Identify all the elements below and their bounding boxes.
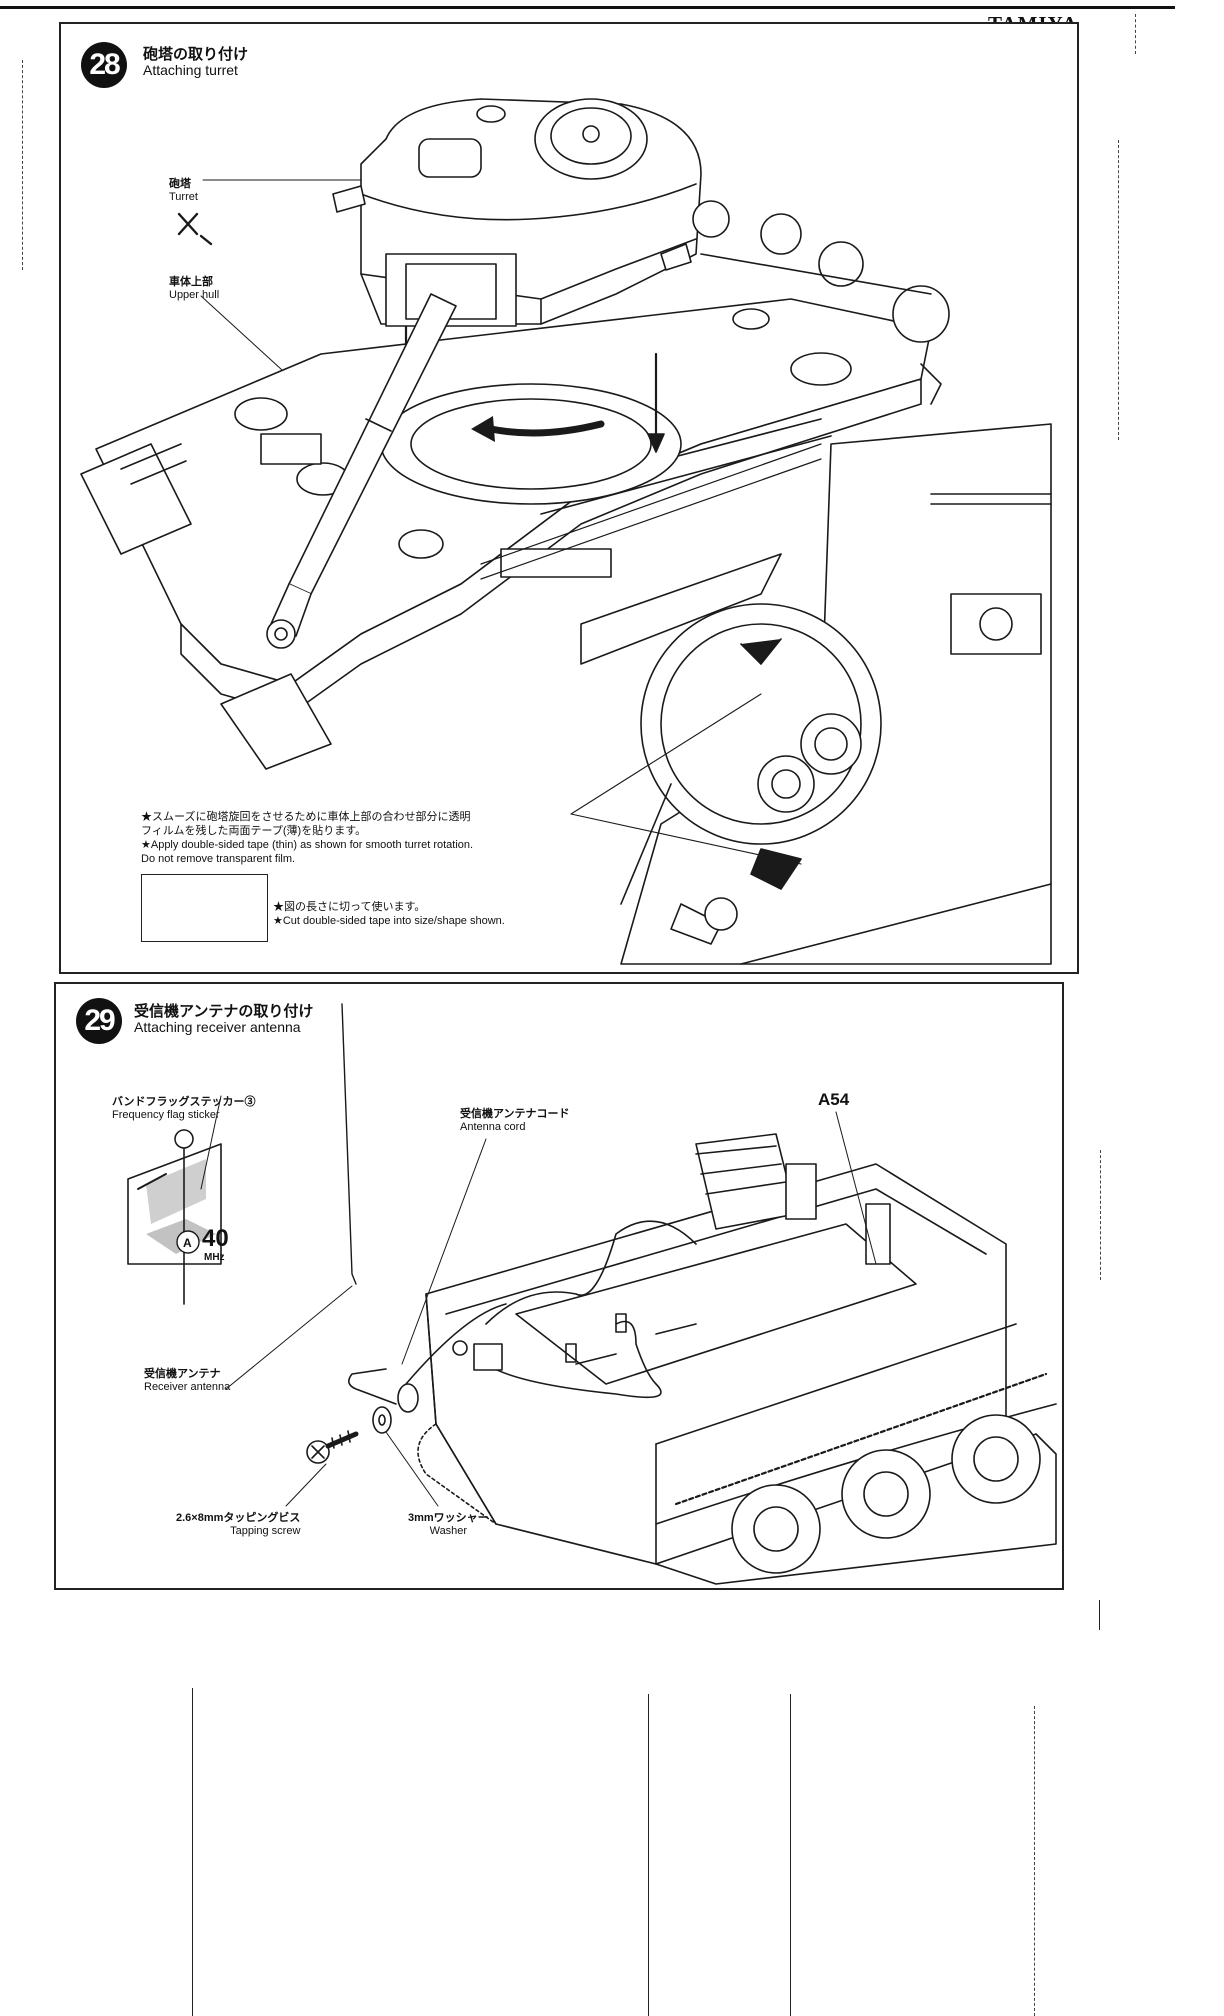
step-28-badge: 28 [81, 42, 127, 88]
receiver-antenna-label-jp: 受信機アンテナ [144, 1368, 221, 1380]
column-rule [648, 1694, 649, 2016]
flag-text: A [183, 1236, 192, 1250]
upper-hull-label: 車体上部 Upper hull [169, 276, 219, 302]
washer-label-en: Washer [429, 1525, 468, 1537]
antenna-cord-label-en: Antenna cord [460, 1121, 526, 1133]
margin-guide [1118, 140, 1120, 440]
frequency-flag-sticker [127, 1129, 222, 1305]
step-29-title-jp: 受信機アンテナの取り付け [134, 1003, 314, 1020]
washer-label: 3mmワッシャー Washer [408, 1512, 489, 1538]
tapping-screw-label-jp: 2.6×8mmタッピングビス [176, 1512, 301, 1524]
margin-guide [1100, 1150, 1102, 1280]
tape-note-jp-2: フィルムを残した両面テープ(薄)を貼ります。 [141, 825, 367, 837]
step-29-panel: 29 受信機アンテナの取り付け Attaching receiver anten… [54, 982, 1064, 1590]
antenna-assembly-illustration: A 40 MHz [127, 1003, 1057, 1585]
margin-guide [1099, 1600, 1100, 1630]
receiver-antenna-label: 受信機アンテナ Receiver antenna [144, 1368, 230, 1394]
flag-sticker-label: バンドフラッグステッカー③ Frequency flag sticker [112, 1096, 256, 1122]
step-28-panel: 28 砲塔の取り付け Attaching turret 砲塔 Turret 車体… [59, 22, 1079, 974]
washer [372, 1406, 392, 1434]
turret-label-jp: 砲塔 [169, 178, 191, 190]
tape-note-en-2: Do not remove transparent film. [141, 853, 296, 865]
tapping-screw [306, 1430, 359, 1464]
antenna-cord-label-jp: 受信機アンテナコード [460, 1108, 570, 1120]
cut-note-jp: ★図の長さに切って使います。 [273, 901, 426, 913]
washer-label-jp: 3mmワッシャー [408, 1512, 489, 1524]
flag-sticker-label-en: Frequency flag sticker [112, 1109, 220, 1121]
antenna-cord-label: 受信機アンテナコード Antenna cord [460, 1108, 570, 1134]
turret-ring-detail-inset [480, 423, 1052, 965]
tapping-screw-label-en: Tapping screw [230, 1525, 301, 1537]
receiver-antenna-label-en: Receiver antenna [144, 1381, 231, 1393]
column-rule [790, 1694, 791, 2016]
cut-note-en: ★Cut double-sided tape into size/shape s… [273, 915, 505, 927]
column-rule [192, 1688, 193, 2016]
flag-unit: MHz [204, 1252, 225, 1263]
tape-note: ★スムーズに砲塔旋回をさせるために車体上部の合わせ部分に透明 フィルムを残した両… [141, 810, 473, 866]
tape-size-template [141, 874, 268, 942]
step-28-title-jp: 砲塔の取り付け [143, 46, 249, 63]
turret-label-en: Turret [169, 191, 198, 203]
margin-guide [1135, 14, 1137, 54]
screwdriver-icon [177, 212, 213, 246]
part-code-a54: A54 [818, 1090, 850, 1109]
flag-number: 40 [202, 1225, 229, 1252]
step-29-title-en: Attaching receiver antenna [134, 1019, 301, 1035]
margin-guide [22, 60, 24, 270]
step-29-badge: 29 [76, 998, 122, 1044]
tape-note-jp-1: ★スムーズに砲塔旋回をさせるために車体上部の合わせ部分に透明 [141, 811, 471, 823]
tapping-screw-label: 2.6×8mmタッピングビス Tapping screw [176, 1512, 300, 1538]
top-rule [0, 6, 1175, 9]
turret-label: 砲塔 Turret [169, 178, 198, 204]
track-assembly [417, 1372, 1057, 1585]
turret-assembly-illustration [80, 98, 1052, 965]
flag-sticker-label-jp: バンドフラッグステッカー③ [112, 1096, 256, 1108]
column-rule [1034, 1706, 1036, 2016]
cut-note: ★図の長さに切って使います。 ★Cut double-sided tape in… [273, 900, 505, 928]
tape-note-en-1: ★Apply double-sided tape (thin) as shown… [141, 839, 474, 851]
upper-hull-label-jp: 車体上部 [169, 276, 213, 288]
step-28-title-en: Attaching turret [143, 62, 238, 78]
upper-hull-label-en: Upper hull [169, 289, 220, 301]
